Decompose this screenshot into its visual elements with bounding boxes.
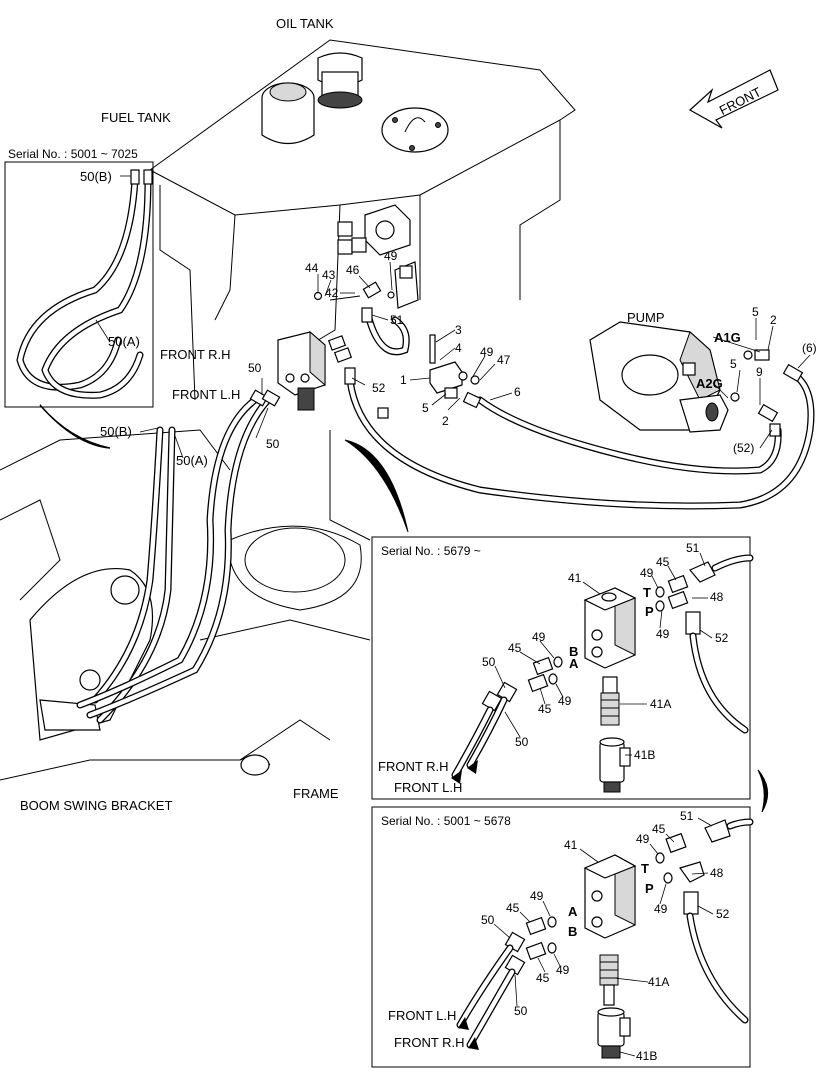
label-front-rh-main: FRONT R.H <box>160 347 231 362</box>
label-front-lh-main: FRONT L.H <box>172 387 240 402</box>
front-direction-arrow: FRONT <box>688 69 779 129</box>
inset-serial-5001-7025: Serial No. : 5001 ~ 7025 50(B) 50(A) <box>4 147 154 408</box>
inset-serial-5679: Serial No. : 5679 ~ <box>371 536 754 800</box>
inset-b-45-b: 45 <box>506 901 520 915</box>
part-3: 3 <box>455 323 462 337</box>
part-46: 46 <box>346 263 360 277</box>
main-leaders <box>139 261 811 459</box>
inset-pointer-a <box>344 439 409 533</box>
inset-b-49-d: 49 <box>556 963 570 977</box>
inset-b-49-a: 49 <box>636 832 650 846</box>
inset-a-front-rh: FRONT R.H <box>378 759 449 774</box>
inset-a-50-a: 50 <box>482 655 496 669</box>
inset-b-front-lh: FRONT L.H <box>388 1008 456 1023</box>
part-50-a: 50 <box>248 361 262 375</box>
part-43: 43 <box>322 268 336 282</box>
inset-left-serial: Serial No. : 5001 ~ 7025 <box>8 147 138 161</box>
inset-a-49-d: 49 <box>558 694 572 708</box>
part-4: 4 <box>455 341 462 355</box>
inset-a-49-a: 49 <box>640 566 654 580</box>
inset-b-52: 52 <box>716 907 730 921</box>
label-boom-swing-bracket: BOOM SWING BRACKET <box>20 798 172 813</box>
inset-b-41: 41 <box>564 838 578 852</box>
inset-b-serial: Serial No. : 5001 ~ 5678 <box>381 814 511 828</box>
part-49-b: 49 <box>480 345 494 359</box>
inset-b-49-b: 49 <box>654 902 668 916</box>
inset-a-front-lh: FRONT L.H <box>394 780 462 795</box>
part-44: 44 <box>305 261 319 275</box>
label-frame: FRAME <box>293 786 339 801</box>
main-hose-50a: 50(A) <box>176 453 208 468</box>
inset-b-45-c: 45 <box>536 971 550 985</box>
inset-b-48: 48 <box>710 866 724 880</box>
inset-left-50a: 50(A) <box>108 334 140 349</box>
inset-b-41a: 41A <box>648 975 669 989</box>
label-oil-tank: OIL TANK <box>276 16 334 31</box>
pump-assembly <box>589 321 804 437</box>
main-hose-50b: 50(B) <box>100 424 132 439</box>
inset-a-b: B <box>569 644 578 659</box>
inset-b-50-a: 50 <box>481 913 495 927</box>
part-6-paren: (6) <box>802 341 817 355</box>
label-fuel-tank: FUEL TANK <box>101 110 171 125</box>
inset-b-b: B <box>568 924 577 939</box>
main-labels: OIL TANK FUEL TANK PUMP A1G A2G FRONT R.… <box>20 16 817 813</box>
inset-a-41b: 41B <box>634 748 655 762</box>
inset-a-p: P <box>645 604 654 619</box>
inset-b-p: P <box>645 881 654 896</box>
part-52-paren: (52) <box>733 441 754 455</box>
inset-a-41: 41 <box>568 571 582 585</box>
part-2-b: 2 <box>770 313 777 327</box>
inset-a-49-c: 49 <box>532 630 546 644</box>
inset-a-50-b: 50 <box>515 735 529 749</box>
inset-b-49-c: 49 <box>530 889 544 903</box>
main-valve-assembly <box>249 204 482 419</box>
inset-serial-5001-5678: Serial No. : 5001 ~ 5678 <box>371 806 754 1068</box>
part-1: 1 <box>400 373 407 387</box>
part-49-a: 49 <box>384 249 398 263</box>
inset-b-50-b: 50 <box>514 1004 528 1018</box>
inset-a-45-c: 45 <box>538 702 552 716</box>
part-50-b: 50 <box>266 437 280 451</box>
inset-b-a: A <box>568 904 578 919</box>
inset-a-52: 52 <box>715 631 729 645</box>
inset-pointer-b <box>757 769 769 813</box>
part-42: 42 <box>325 286 339 300</box>
inset-a-serial: Serial No. : 5679 ~ <box>381 544 481 558</box>
inset-b-51: 51 <box>680 809 694 823</box>
part-52: 52 <box>372 381 386 395</box>
machine-outline <box>0 39 576 781</box>
label-a1g: A1G <box>714 330 741 345</box>
inset-a-45-b: 45 <box>508 641 522 655</box>
inset-b-t: T <box>641 861 649 876</box>
inset-a-45-a: 45 <box>656 555 670 569</box>
inset-left-50b: 50(B) <box>80 169 112 184</box>
part-2-a: 2 <box>442 414 449 428</box>
inset-a-t: T <box>643 585 651 600</box>
label-a2g: A2G <box>696 376 723 391</box>
label-pump: PUMP <box>627 310 665 325</box>
part-47: 47 <box>497 353 511 367</box>
part-5-b: 5 <box>752 305 759 319</box>
part-5-c: 5 <box>730 357 737 371</box>
inset-a-41a: 41A <box>650 697 671 711</box>
part-9: 9 <box>756 365 763 379</box>
part-5-a: 5 <box>422 401 429 415</box>
inset-a-51: 51 <box>686 541 700 555</box>
inset-b-41b: 41B <box>636 1049 657 1063</box>
part-51: 51 <box>390 313 404 327</box>
inset-pointer-left <box>39 404 111 449</box>
inset-b-45-a: 45 <box>652 822 666 836</box>
inset-a-49-b: 49 <box>656 627 670 641</box>
inset-a-a: A <box>569 656 579 671</box>
inset-b-front-rh: FRONT R.H <box>394 1035 465 1050</box>
part-6: 6 <box>514 385 521 399</box>
inset-a-48: 48 <box>710 590 724 604</box>
main-hoses <box>76 311 815 724</box>
